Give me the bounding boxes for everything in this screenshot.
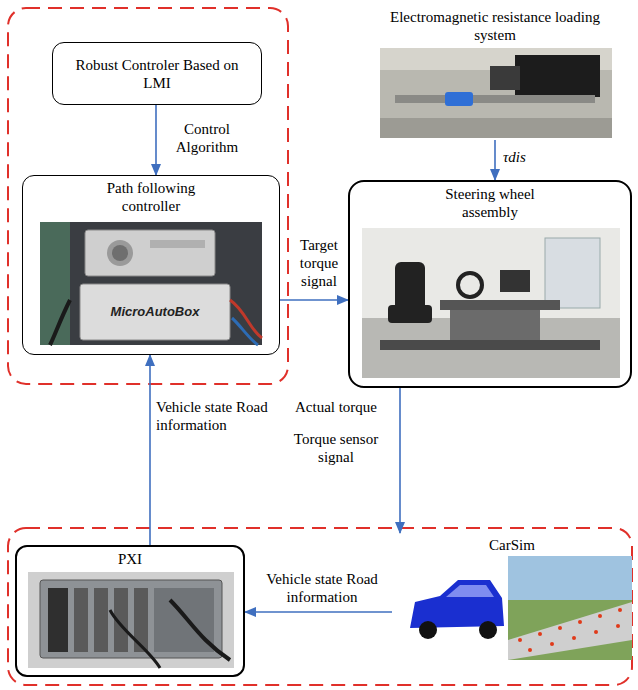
connector-arrow xyxy=(149,355,151,545)
edge-label: Vehicle state Road information xyxy=(262,570,382,606)
node-title: PXI xyxy=(118,550,142,568)
pxi-photo xyxy=(28,572,234,668)
carsim-picture xyxy=(402,556,632,660)
connector-arrow xyxy=(280,299,348,301)
signal-label: Torque sensor signal xyxy=(280,430,392,466)
carsim-block: CarSim xyxy=(392,533,632,673)
edge-label: Target torque signal xyxy=(292,236,346,290)
connector-arrow xyxy=(399,388,401,533)
edge-label: Vehicle state Road information xyxy=(156,398,274,434)
node-title: Electromagnetic resistance loading syste… xyxy=(390,8,600,44)
loading-system-photo xyxy=(380,48,612,138)
device-label: MicroAutoBox xyxy=(90,303,220,321)
loading-system: Electromagnetic resistance loading syste… xyxy=(360,5,630,140)
controller-photo xyxy=(40,222,262,345)
process-box: Robust Controler Based on LMI xyxy=(52,42,262,105)
edge-label: Actual torque xyxy=(280,398,392,416)
edge-label: Control Algorithm xyxy=(162,120,252,156)
node-title: CarSim xyxy=(489,536,535,554)
pxi-box: PXI xyxy=(15,545,245,677)
node-title: Path following controller xyxy=(81,179,221,215)
dashed-region xyxy=(8,8,288,384)
dashed-region xyxy=(8,528,632,685)
connector-arrow xyxy=(155,105,157,175)
node-title: Robust Controler Based on LMI xyxy=(62,56,252,92)
steering-box: Steering wheel assembly xyxy=(348,180,632,388)
test-bench-photo xyxy=(362,228,620,378)
node-title: Steering wheel assembly xyxy=(425,185,555,221)
connector-arrow xyxy=(245,611,392,613)
edge-label: τdis xyxy=(503,148,543,166)
controller-box: Path following controller xyxy=(22,175,280,355)
connector-arrow xyxy=(494,140,496,180)
